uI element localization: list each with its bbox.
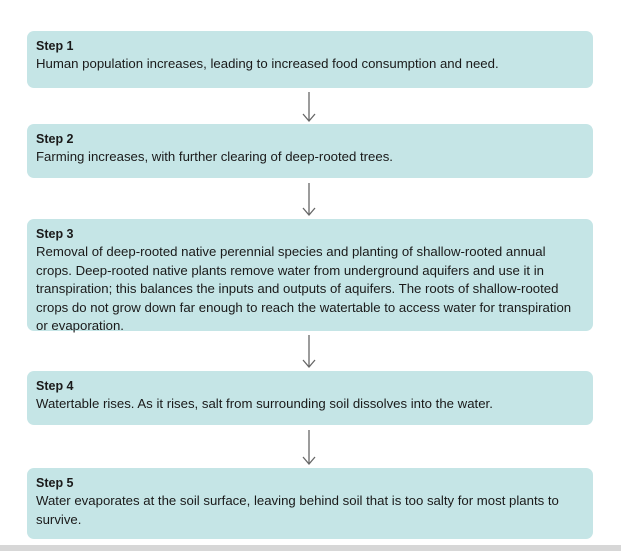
step-4-title: Step 4 (36, 379, 74, 393)
arrow-down-icon (302, 183, 316, 216)
arrow-down-icon (302, 335, 316, 368)
arrow-down-icon (302, 430, 316, 465)
bottom-divider (0, 545, 621, 551)
arrow-down-icon (302, 92, 316, 122)
step-4-text: Watertable rises. As it rises, salt from… (36, 396, 493, 411)
step-1-text: Human population increases, leading to i… (36, 56, 499, 71)
step-1-box: Step 1 Human population increases, leadi… (27, 31, 593, 88)
step-3-text: Removal of deep-rooted native perennial … (36, 244, 572, 333)
step-3-title: Step 3 (36, 227, 74, 241)
step-5-title: Step 5 (36, 476, 74, 490)
step-2-title: Step 2 (36, 132, 74, 146)
step-5-box: Step 5 Water evaporates at the soil surf… (27, 468, 593, 539)
step-1-title: Step 1 (36, 39, 74, 53)
step-2-box: Step 2 Farming increases, with further c… (27, 124, 593, 178)
step-4-box: Step 4 Watertable rises. As it rises, sa… (27, 371, 593, 425)
step-2-text: Farming increases, with further clearing… (36, 149, 393, 164)
step-3-box: Step 3 Removal of deep-rooted native per… (27, 219, 593, 333)
step-5-text: Water evaporates at the soil surface, le… (36, 493, 559, 527)
